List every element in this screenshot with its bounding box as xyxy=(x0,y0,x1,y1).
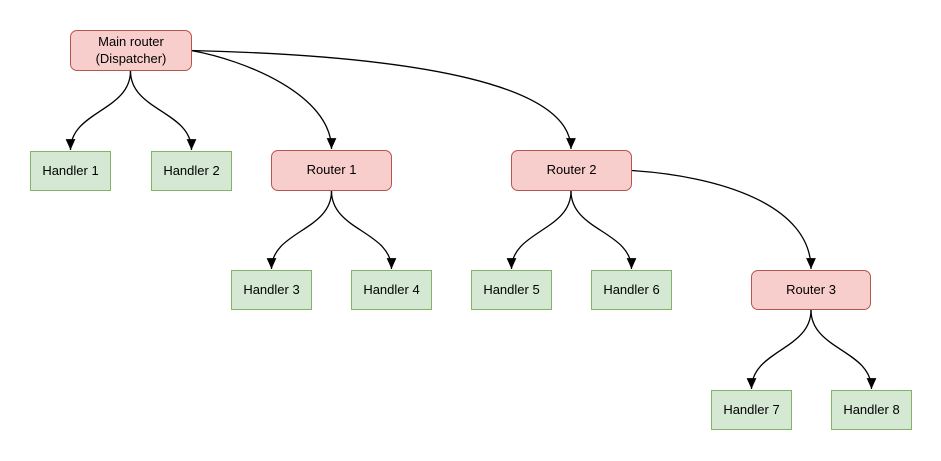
node-router-3: Router 3 xyxy=(751,270,871,310)
edge-router3-to-handler7 xyxy=(746,309,812,390)
node-main-router: Main router (Dispatcher) xyxy=(70,30,192,71)
node-main-router-label: Main router (Dispatcher) xyxy=(95,34,167,66)
node-handler-4: Handler 4 xyxy=(351,270,432,310)
edge-router1-to-handler4 xyxy=(330,190,397,270)
node-handler-6-label: Handler 6 xyxy=(603,281,660,297)
node-handler-8-label: Handler 8 xyxy=(843,401,900,417)
node-router-2: Router 2 xyxy=(511,150,632,191)
edge-router3-to-handler8 xyxy=(810,309,877,390)
node-handler-7: Handler 7 xyxy=(711,390,792,430)
node-handler-8: Handler 8 xyxy=(831,390,912,430)
edge-main-router-to-router1 xyxy=(190,49,337,150)
node-handler-6: Handler 6 xyxy=(591,270,672,310)
node-router-1-label: Router 1 xyxy=(306,162,357,178)
edge-main-router-to-handler1 xyxy=(65,70,132,151)
edge-router1-to-handler3 xyxy=(266,190,333,270)
node-handler-1: Handler 1 xyxy=(30,151,111,191)
edge-router2-to-handler5 xyxy=(506,190,572,270)
node-handler-2-label: Handler 2 xyxy=(163,162,220,178)
node-router-2-label: Router 2 xyxy=(546,162,597,178)
edge-router2-to-router3 xyxy=(630,169,816,270)
node-handler-5-label: Handler 5 xyxy=(483,281,540,297)
edge-router2-to-handler6 xyxy=(570,190,637,270)
node-handler-1-label: Handler 1 xyxy=(42,162,99,178)
node-router-3-label: Router 3 xyxy=(786,281,836,297)
node-router-1: Router 1 xyxy=(271,150,392,191)
node-handler-2: Handler 2 xyxy=(151,151,232,191)
node-handler-5: Handler 5 xyxy=(471,270,552,310)
node-handler-7-label: Handler 7 xyxy=(723,401,780,417)
node-handler-3-label: Handler 3 xyxy=(243,281,300,297)
node-handler-4-label: Handler 4 xyxy=(363,281,420,297)
edge-main-router-to-router2 xyxy=(190,49,576,150)
node-handler-3: Handler 3 xyxy=(231,270,312,310)
edge-main-router-to-handler2 xyxy=(129,70,197,151)
